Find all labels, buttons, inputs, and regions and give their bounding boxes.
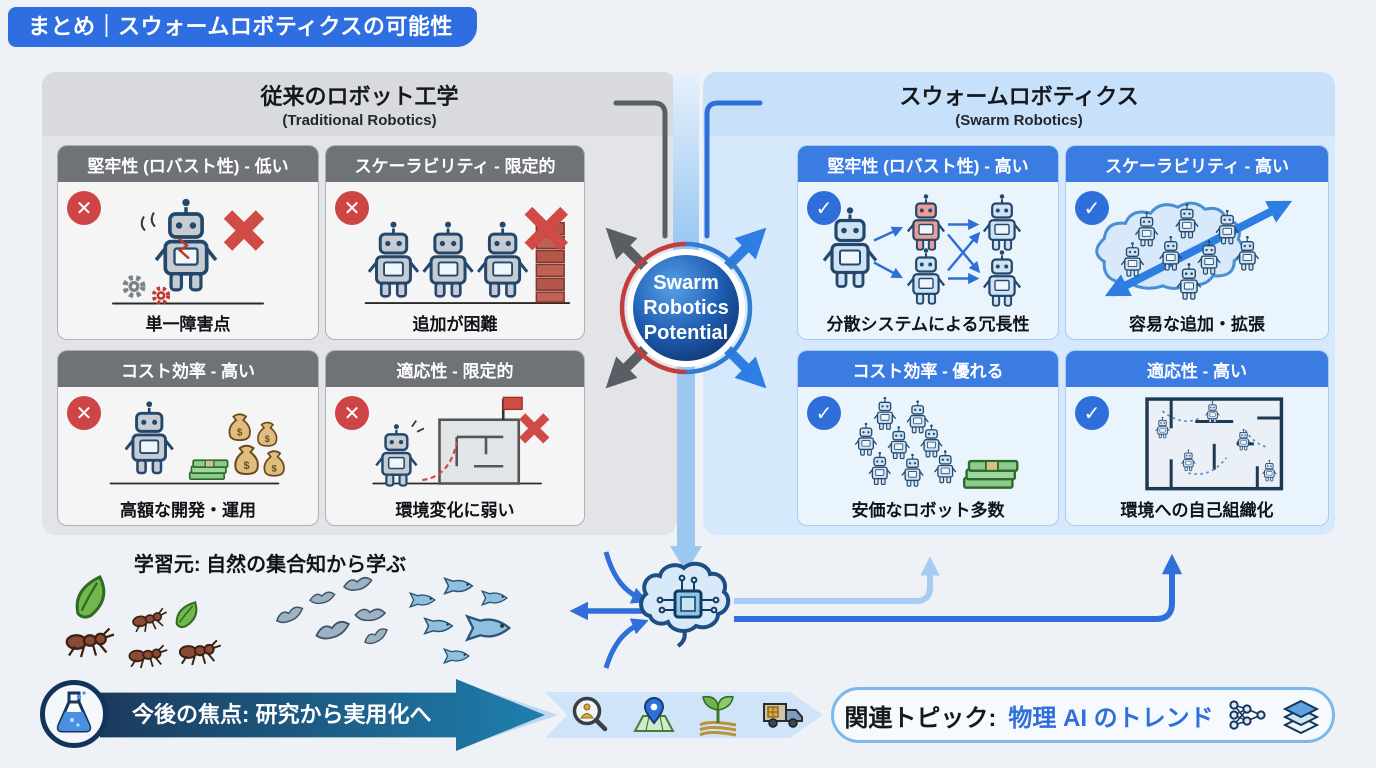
card-caption: 追加が困難 bbox=[412, 315, 498, 334]
check-badge-icon: ✓ bbox=[807, 191, 841, 225]
page-title: まとめ｜スウォームロボティクスの可能性 bbox=[8, 7, 477, 47]
robot-cloud-icon bbox=[1095, 200, 1293, 300]
card-header: コスト効率 - 優れる bbox=[798, 351, 1058, 387]
traditional-panel-subtitle: (Traditional Robotics) bbox=[282, 112, 437, 129]
card-robustness-high: 堅牢性 (ロバスト性) - 高い ✓ bbox=[797, 145, 1059, 340]
ant-colony-icon bbox=[65, 575, 222, 669]
robot-money-bags-icon bbox=[109, 399, 285, 485]
brain-chip-icon bbox=[639, 561, 731, 648]
card-caption: 単一障害点 bbox=[145, 315, 231, 334]
card-adaptability-limited: 適応性 - 限定的 ✕ 環境変化に弱い bbox=[325, 350, 585, 526]
focus-banner-text: 今後の焦点: 研究から実用化へ bbox=[132, 702, 432, 727]
card-adaptability-high: 適応性 - 高い ✓ 環境への自己組織化 bbox=[1065, 350, 1329, 526]
cross-badge-icon: ✕ bbox=[335, 191, 369, 225]
card-header: 堅牢性 (ロバスト性) - 高い bbox=[798, 146, 1058, 182]
layers-icon bbox=[1282, 699, 1319, 734]
swarm-panel-title: スウォームロボティクス bbox=[899, 84, 1139, 109]
card-caption: 高額な開発・運用 bbox=[120, 501, 256, 520]
card-cost-superior: コスト効率 - 優れる ✓ 安価なロボット多数 bbox=[797, 350, 1059, 526]
card-caption: 分散システムによる冗長性 bbox=[826, 315, 1030, 334]
circle-line: Potential bbox=[643, 321, 729, 344]
robot-maze-blocked-icon bbox=[372, 396, 550, 487]
card-header: 適応性 - 高い bbox=[1066, 351, 1328, 387]
robot-network-icon bbox=[822, 193, 1022, 307]
logistics-icon bbox=[763, 703, 803, 728]
card-caption: 環境への自己組織化 bbox=[1120, 501, 1274, 520]
swarm-panel-subtitle: (Swarm Robotics) bbox=[955, 112, 1083, 129]
mapping-icon bbox=[633, 697, 675, 732]
robot-line-wall-icon bbox=[364, 206, 571, 305]
check-badge-icon: ✓ bbox=[1075, 191, 1109, 225]
card-caption: 容易な追加・拡張 bbox=[1129, 315, 1265, 334]
check-badge-icon: ✓ bbox=[807, 396, 841, 430]
agriculture-icon bbox=[699, 695, 737, 737]
robot-maze-selforganize-icon bbox=[1145, 397, 1284, 491]
traditional-panel-header: 従来のロボット工学 (Traditional Robotics) bbox=[42, 72, 677, 136]
card-header: スケーラビリティ - 高い bbox=[1066, 146, 1328, 182]
card-header: 適応性 - 限定的 bbox=[326, 351, 584, 387]
card-cost-high: コスト効率 - 高い ✕ 高額な開発・運用 bbox=[57, 350, 319, 526]
cross-badge-icon: ✕ bbox=[67, 191, 101, 225]
nature-section-title: 学習元: 自然の集合知から学ぶ bbox=[133, 554, 407, 576]
application-icons-band bbox=[545, 692, 823, 738]
circle-line: Robotics bbox=[643, 296, 729, 319]
card-robustness-low: 堅牢性 (ロバスト性) - 低い ✕ 単一障害点 bbox=[57, 145, 319, 340]
related-topic-pill: 関連トピック: 物理 AI のトレンド bbox=[831, 687, 1335, 743]
swarm-panel-header: スウォームロボティクス (Swarm Robotics) bbox=[703, 72, 1335, 136]
check-badge-icon: ✓ bbox=[1075, 396, 1109, 430]
search-rescue-icon bbox=[572, 696, 608, 732]
traditional-robotics-panel: 従来のロボット工学 (Traditional Robotics) 堅牢性 (ロバ… bbox=[42, 72, 677, 535]
related-topic-label: 関連トピック: bbox=[844, 704, 997, 732]
card-header: スケーラビリティ - 限定的 bbox=[326, 146, 584, 182]
fish-school-icon bbox=[409, 577, 511, 664]
card-caption: 安価なロボット多数 bbox=[851, 501, 1005, 520]
broken-robot-icon bbox=[112, 196, 265, 313]
neural-network-icon bbox=[1229, 700, 1266, 730]
swarm-potential-circle: Swarm Robotics Potential bbox=[626, 260, 746, 356]
related-topic-value: 物理 AI のトレンド bbox=[1008, 704, 1214, 732]
card-scalability-limited: スケーラビリティ - 限定的 ✕ bbox=[325, 145, 585, 340]
cross-badge-icon: ✕ bbox=[67, 396, 101, 430]
card-header: コスト効率 - 高い bbox=[58, 351, 318, 387]
flask-icon bbox=[40, 680, 108, 748]
traditional-panel-title: 従来のロボット工学 bbox=[260, 84, 459, 109]
circle-line: Swarm bbox=[653, 271, 719, 294]
bird-flock-icon bbox=[274, 576, 391, 646]
cross-badge-icon: ✕ bbox=[335, 396, 369, 430]
card-scalability-high: スケーラビリティ - 高い ✓ 容易な追加・拡張 bbox=[1065, 145, 1329, 340]
swarm-robotics-panel: スウォームロボティクス (Swarm Robotics) 堅牢性 (ロバスト性)… bbox=[703, 72, 1335, 535]
card-header: 堅牢性 (ロバスト性) - 低い bbox=[58, 146, 318, 182]
card-caption: 環境変化に弱い bbox=[395, 501, 515, 520]
